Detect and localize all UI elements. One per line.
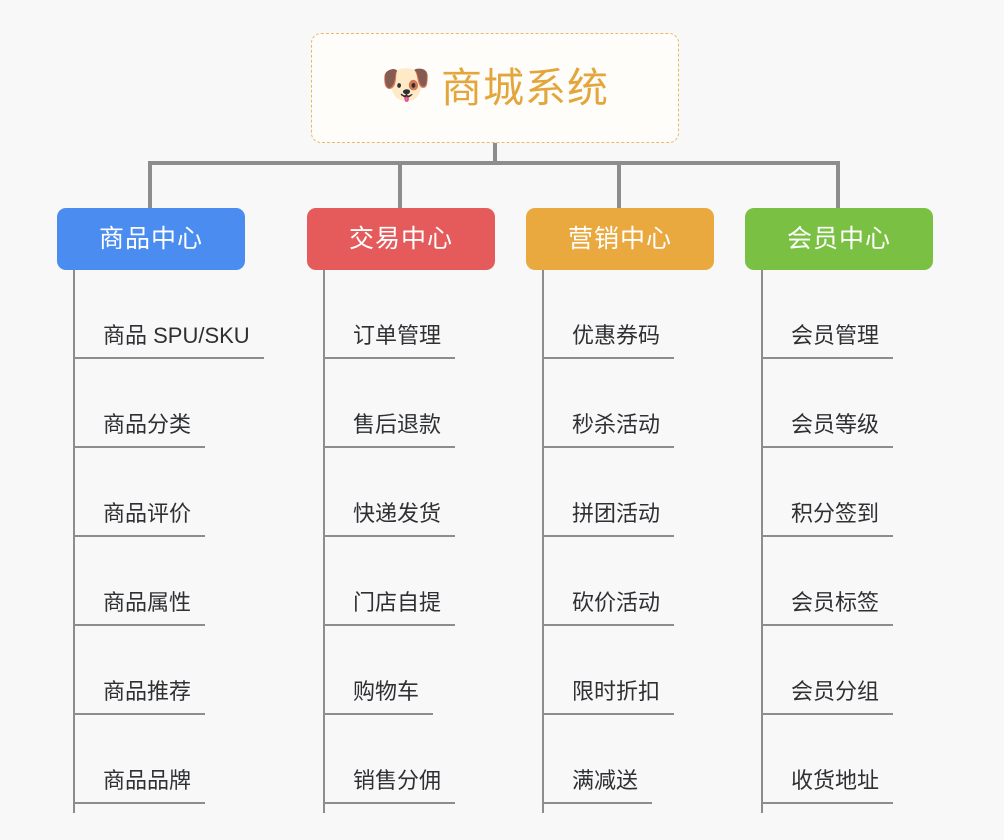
leaf-item[interactable]: 满减送	[542, 715, 714, 804]
branch-header-marketing-center[interactable]: 营销中心	[526, 208, 714, 270]
leaf-label: 快递发货	[325, 503, 456, 537]
leaf-label: 商品属性	[75, 592, 206, 626]
branch-trade-center: 交易中心订单管理售后退款快递发货门店自提购物车销售分佣	[307, 208, 495, 813]
leaf-label: 收货地址	[763, 770, 894, 804]
leaf-item[interactable]: 优惠券码	[542, 270, 714, 359]
connector-trunk-product-center	[73, 270, 75, 813]
connector-horizontal-bus	[148, 161, 840, 165]
leaf-item[interactable]: 快递发货	[323, 448, 495, 537]
leaf-item[interactable]: 积分签到	[761, 448, 933, 537]
leaf-label: 商品分类	[75, 414, 206, 448]
branch-body-marketing-center: 优惠券码秒杀活动拼团活动砍价活动限时折扣满减送	[542, 270, 714, 813]
leaf-label: 拼团活动	[544, 503, 675, 537]
leaf-list-marketing-center: 优惠券码秒杀活动拼团活动砍价活动限时折扣满减送	[542, 270, 714, 804]
leaf-item[interactable]: 门店自提	[323, 537, 495, 626]
leaf-list-member-center: 会员管理会员等级积分签到会员标签会员分组收货地址	[761, 270, 933, 804]
branch-body-trade-center: 订单管理售后退款快递发货门店自提购物车销售分佣	[323, 270, 495, 813]
leaf-label: 商品 SPU/SKU	[75, 325, 264, 359]
leaf-item[interactable]: 订单管理	[323, 270, 495, 359]
leaf-label: 限时折扣	[544, 681, 675, 715]
leaf-label: 会员等级	[763, 414, 894, 448]
leaf-item[interactable]: 商品分类	[73, 359, 245, 448]
leaf-item[interactable]: 售后退款	[323, 359, 495, 448]
root-title: 商城系统	[441, 64, 609, 111]
leaf-label: 优惠券码	[544, 325, 675, 359]
leaf-label: 订单管理	[325, 325, 456, 359]
leaf-item[interactable]: 商品 SPU/SKU	[73, 270, 264, 359]
leaf-label: 会员分组	[763, 681, 894, 715]
leaf-list-trade-center: 订单管理售后退款快递发货门店自提购物车销售分佣	[323, 270, 495, 804]
leaf-label: 售后退款	[325, 414, 456, 448]
leaf-item[interactable]: 商品品牌	[73, 715, 245, 804]
leaf-label: 满减送	[544, 770, 653, 804]
leaf-item[interactable]: 会员管理	[761, 270, 933, 359]
leaf-label: 购物车	[325, 681, 434, 715]
branch-member-center: 会员中心会员管理会员等级积分签到会员标签会员分组收货地址	[745, 208, 933, 813]
leaf-item[interactable]: 商品推荐	[73, 626, 245, 715]
leaf-item[interactable]: 秒杀活动	[542, 359, 714, 448]
connector-drop-trade-center	[398, 161, 402, 209]
connector-trunk-member-center	[761, 270, 763, 813]
branch-body-product-center: 商品 SPU/SKU 商品分类商品评价商品属性商品推荐商品品牌	[73, 270, 264, 813]
leaf-item[interactable]: 销售分佣	[323, 715, 495, 804]
branch-product-center: 商品中心商品 SPU/SKU 商品分类商品评价商品属性商品推荐商品品牌	[57, 208, 264, 813]
connector-drop-member-center	[836, 161, 840, 209]
leaf-label: 积分签到	[763, 503, 894, 537]
leaf-label: 商品推荐	[75, 681, 206, 715]
leaf-label: 秒杀活动	[544, 414, 675, 448]
connector-root-stem	[493, 143, 497, 164]
shiba-dog-face-icon: 🐶	[381, 63, 431, 107]
leaf-item[interactable]: 砍价活动	[542, 537, 714, 626]
connector-trunk-marketing-center	[542, 270, 544, 813]
leaf-item[interactable]: 会员等级	[761, 359, 933, 448]
leaf-item[interactable]: 限时折扣	[542, 626, 714, 715]
branch-marketing-center: 营销中心优惠券码秒杀活动拼团活动砍价活动限时折扣满减送	[526, 208, 714, 813]
leaf-item[interactable]: 收货地址	[761, 715, 933, 804]
branch-header-product-center[interactable]: 商品中心	[57, 208, 245, 270]
leaf-label: 会员管理	[763, 325, 894, 359]
leaf-list-product-center: 商品 SPU/SKU 商品分类商品评价商品属性商品推荐商品品牌	[73, 270, 264, 804]
leaf-label: 会员标签	[763, 592, 894, 626]
leaf-label: 商品评价	[75, 503, 206, 537]
leaf-item[interactable]: 会员分组	[761, 626, 933, 715]
connector-drop-product-center	[148, 161, 152, 209]
leaf-item[interactable]: 会员标签	[761, 537, 933, 626]
leaf-item[interactable]: 购物车	[323, 626, 495, 715]
leaf-label: 商品品牌	[75, 770, 206, 804]
leaf-label: 砍价活动	[544, 592, 675, 626]
leaf-item[interactable]: 拼团活动	[542, 448, 714, 537]
connector-trunk-trade-center	[323, 270, 325, 813]
leaf-label: 门店自提	[325, 592, 456, 626]
leaf-item[interactable]: 商品评价	[73, 448, 245, 537]
root-node[interactable]: 🐶 商城系统	[311, 33, 679, 143]
branch-body-member-center: 会员管理会员等级积分签到会员标签会员分组收货地址	[761, 270, 933, 813]
branch-header-trade-center[interactable]: 交易中心	[307, 208, 495, 270]
connector-drop-marketing-center	[617, 161, 621, 209]
leaf-label: 销售分佣	[325, 770, 456, 804]
leaf-item[interactable]: 商品属性	[73, 537, 245, 626]
branch-header-member-center[interactable]: 会员中心	[745, 208, 933, 270]
